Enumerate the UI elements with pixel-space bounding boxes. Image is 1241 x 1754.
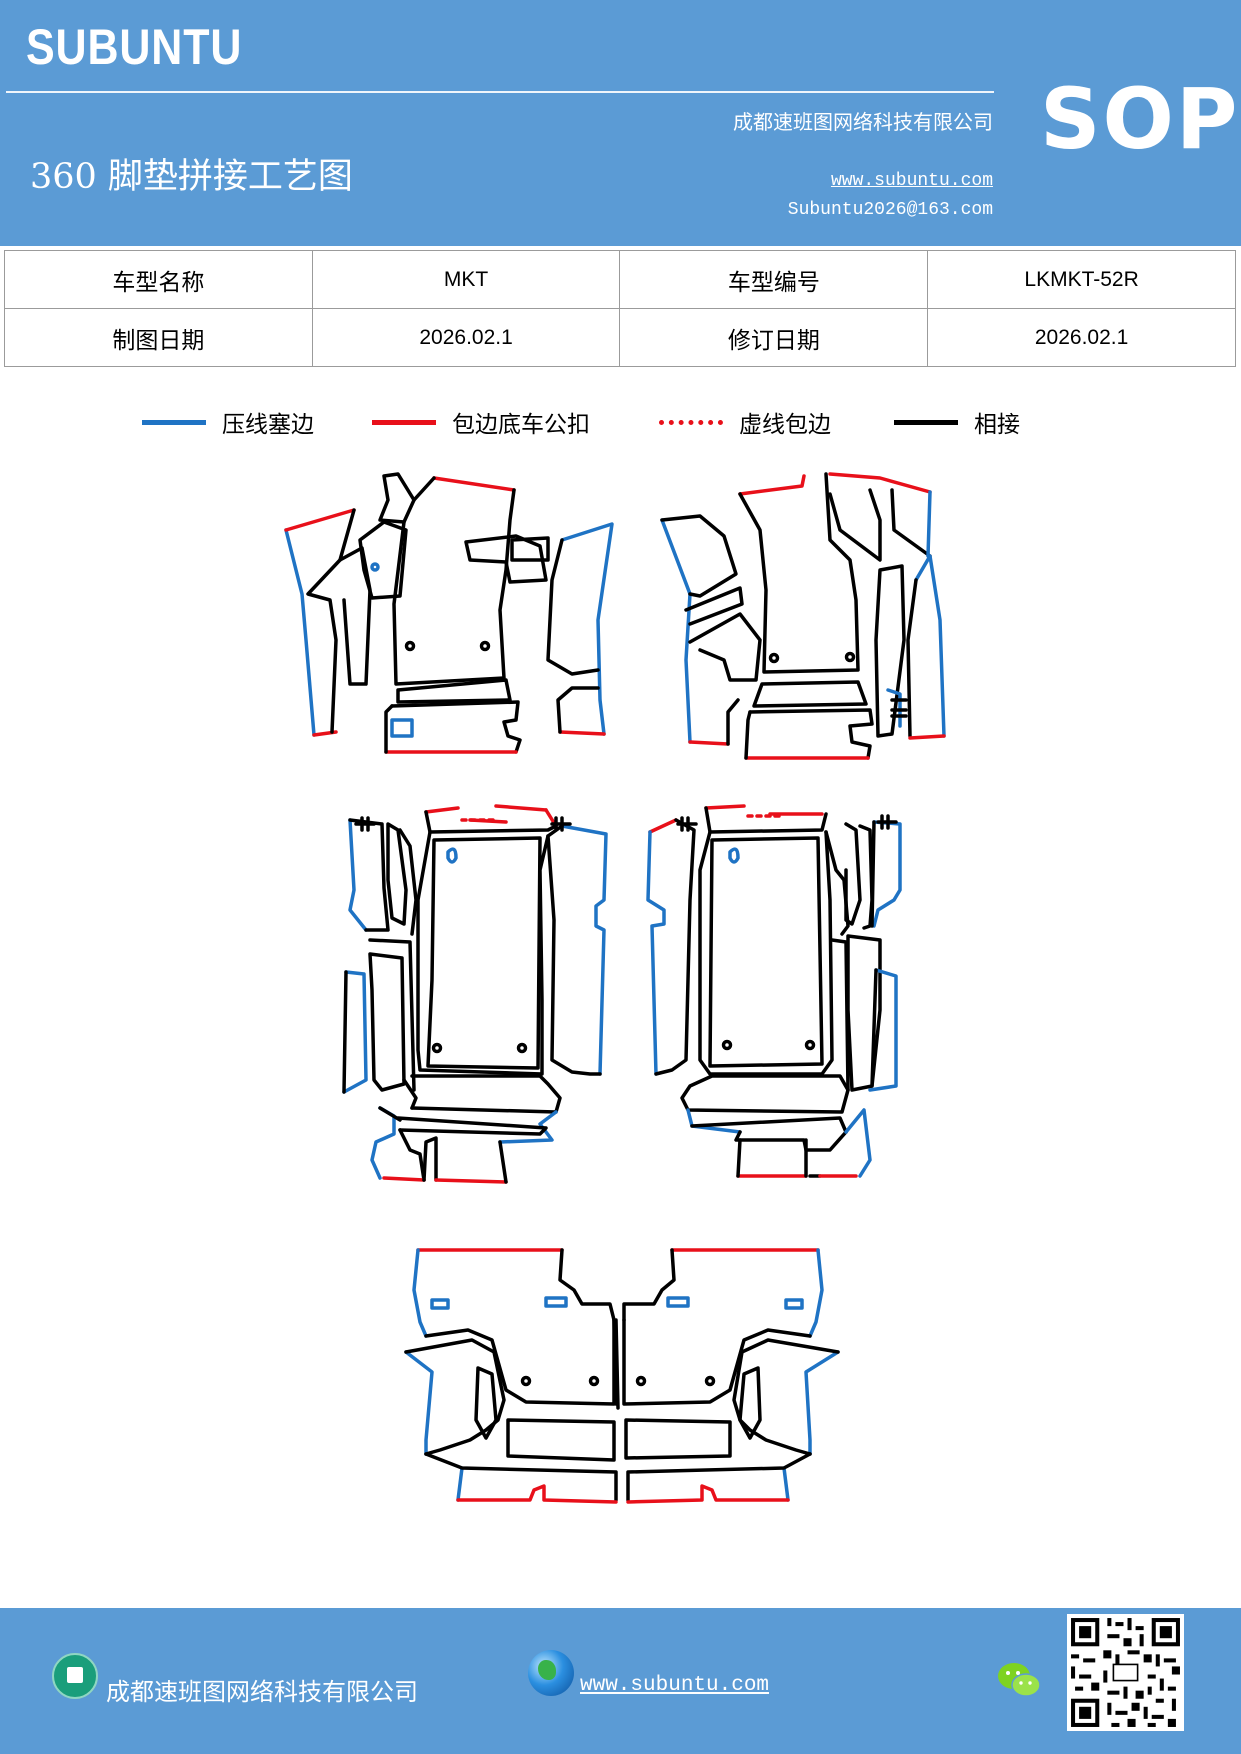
legend-item-wrap-edge: 包边底车公扣 bbox=[372, 402, 590, 442]
model-code-label: 车型编号 bbox=[619, 250, 929, 309]
legend-item-press-line: 压线塞边 bbox=[142, 402, 314, 442]
mat-group-third-row bbox=[404, 1248, 840, 1504]
revise-date-label: 修订日期 bbox=[619, 308, 929, 367]
table-row: 车型名称 MKT 车型编号 LKMKT-52R bbox=[4, 250, 1236, 309]
legend-label: 压线塞边 bbox=[222, 412, 314, 438]
legend-label: 虚线包边 bbox=[739, 412, 831, 438]
header-website-link[interactable]: www.subuntu.com bbox=[830, 171, 993, 191]
qr-code[interactable] bbox=[1067, 1614, 1184, 1731]
legend-swatch bbox=[659, 419, 723, 425]
legend-label: 包边底车公扣 bbox=[452, 412, 590, 438]
legend-label: 相接 bbox=[974, 412, 1020, 438]
page-footer: 成都速班图网络科技有限公司 www.subuntu.com bbox=[0, 1608, 1241, 1754]
header-company: 成都速班图网络科技有限公司 bbox=[733, 110, 993, 134]
table-row: 制图日期 2026.02.1 修订日期 2026.02.1 bbox=[4, 308, 1236, 367]
wechat-icon bbox=[998, 1663, 1041, 1697]
mat-group-front-left bbox=[284, 472, 614, 754]
mat-group-rear-left bbox=[342, 804, 608, 1184]
header-divider bbox=[6, 91, 994, 93]
draw-date-value: 2026.02.1 bbox=[311, 308, 621, 367]
revise-date-value: 2026.02.1 bbox=[927, 308, 1236, 367]
legend-item-join: 相接 bbox=[894, 402, 1020, 442]
header-email: Subuntu2026@163.com bbox=[787, 200, 993, 220]
vehicle-info-table: 车型名称 MKT 车型编号 LKMKT-52R 制图日期 2026.02.1 修… bbox=[4, 250, 1236, 367]
footer-website-link[interactable]: www.subuntu.com bbox=[580, 1674, 770, 1697]
mat-group-front-right bbox=[660, 472, 946, 760]
footer-company: 成都速班图网络科技有限公司 bbox=[106, 1678, 418, 1706]
legend-swatch bbox=[372, 419, 436, 425]
mat-splicing-diagram bbox=[284, 472, 946, 1504]
legend: 压线塞边 包边底车公扣 虚线包边 相接 bbox=[0, 402, 1241, 442]
page-title: 360 脚垫拼接工艺图 bbox=[30, 157, 353, 197]
draw-date-label: 制图日期 bbox=[4, 308, 313, 367]
company-icon bbox=[52, 1653, 98, 1699]
legend-swatch bbox=[894, 419, 958, 425]
legend-swatch bbox=[142, 419, 206, 425]
globe-icon bbox=[528, 1650, 574, 1696]
brand-logo: SUBUNTU bbox=[26, 19, 243, 75]
legend-item-dotted-edge: 虚线包边 bbox=[659, 402, 831, 442]
mat-group-rear-right bbox=[646, 804, 902, 1178]
model-code-value: LKMKT-52R bbox=[927, 250, 1236, 309]
model-name-value: MKT bbox=[311, 250, 621, 309]
model-name-label: 车型名称 bbox=[4, 250, 313, 309]
page-header: SUBUNTU 360 脚垫拼接工艺图 成都速班图网络科技有限公司 www.su… bbox=[0, 0, 1241, 246]
sop-badge: SOP bbox=[1040, 70, 1240, 168]
